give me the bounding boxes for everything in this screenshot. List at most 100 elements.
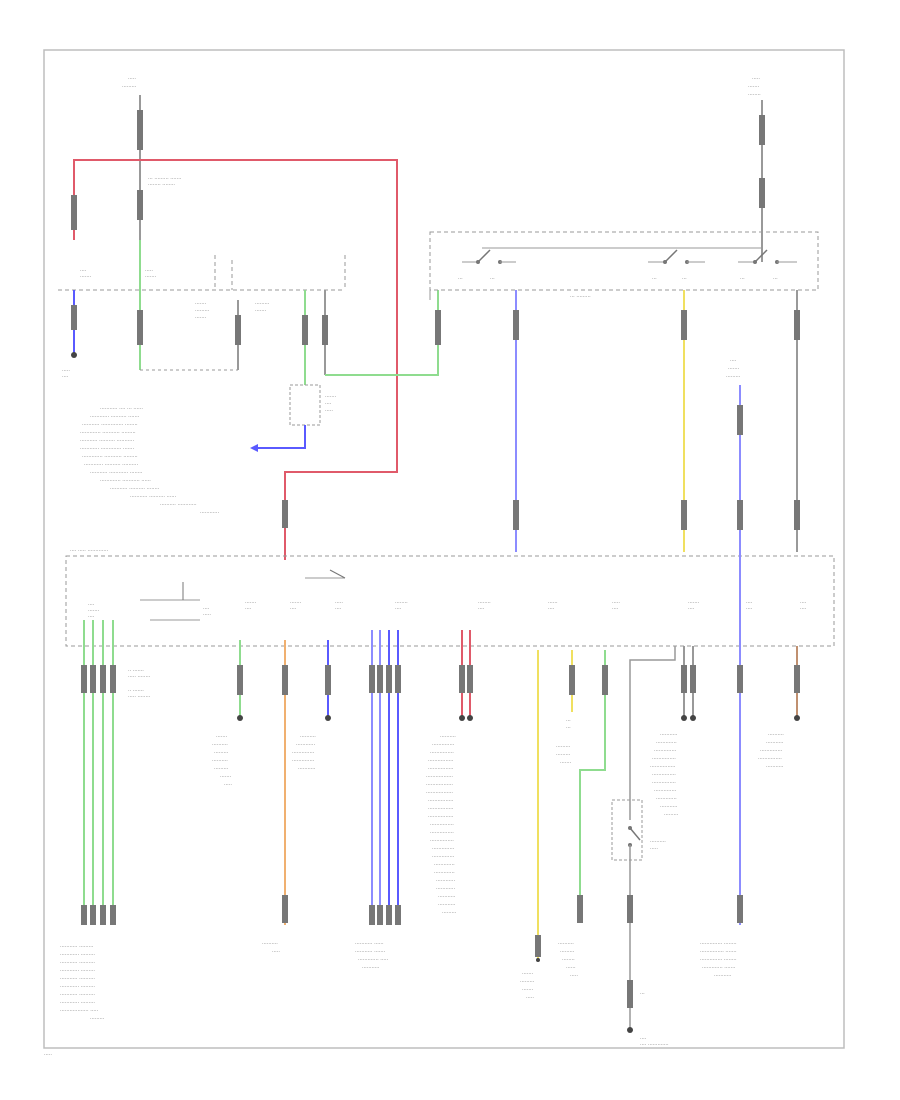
svg-text:····: ···· xyxy=(325,401,332,407)
svg-text:····: ···· xyxy=(80,268,87,274)
svg-text:············ ·········: ············ ········· xyxy=(60,984,95,990)
green-wire-2: ······· ·········· ········· ·········· … xyxy=(212,640,243,788)
svg-text:·········: ········· xyxy=(726,374,741,380)
svg-text:··········· ············ ·····: ··········· ············ ········ xyxy=(90,470,143,476)
svg-text:··········: ·········· xyxy=(768,732,784,738)
svg-text:·····: ····· xyxy=(325,408,333,414)
svg-text:·······: ······· xyxy=(522,971,534,977)
yellow-wire-short: ··· ··· ········· ········· ······· xyxy=(556,650,575,766)
svg-text:···············: ··············· xyxy=(652,756,676,762)
svg-text:·········: ········· xyxy=(556,752,571,758)
svg-text:·········· ············: ·········· ············ xyxy=(160,502,197,508)
junction-box: ···· ····· ············· xyxy=(65,548,835,647)
svg-text:··········: ·········· xyxy=(558,941,574,947)
svg-text:··········· ······: ··········· ······ xyxy=(355,941,384,947)
gray-wire-pair-right: ··········· ············· ··············… xyxy=(650,646,696,818)
gray-wire-switch-to-ground: ·········· ····· ··· ···· ···· ·········… xyxy=(611,646,676,1048)
svg-text:············: ············ xyxy=(436,886,455,892)
svg-text:··········· ·········· ·······: ··········· ·········· ········ xyxy=(110,486,160,492)
svg-text:·····: ····· xyxy=(335,600,343,606)
svg-text:···: ··· xyxy=(773,276,778,282)
svg-text:·······: ······· xyxy=(325,394,337,400)
svg-text:··········: ·········· xyxy=(300,734,316,740)
svg-text:·······: ······· xyxy=(728,366,740,372)
svg-text:·············: ············· xyxy=(434,870,455,876)
svg-text:····: ···· xyxy=(688,606,695,612)
svg-text:···: ··· xyxy=(682,276,687,282)
svg-text:·· ·······: ·· ······· xyxy=(128,688,144,694)
svg-text:·············: ············· xyxy=(434,862,455,868)
svg-text:·····: ····· xyxy=(650,846,658,852)
svg-text:·····: ····· xyxy=(62,368,70,374)
svg-text:······: ······ xyxy=(566,965,576,971)
svg-text:···········: ··········· xyxy=(766,740,784,746)
svg-text:··············: ·············· xyxy=(654,788,677,794)
svg-text:···: ··· xyxy=(566,718,571,724)
svg-text:·············· ········: ·············· ········ xyxy=(700,957,737,963)
svg-text:···· ·············: ···· ············· xyxy=(640,1042,669,1048)
svg-text:·········: ········· xyxy=(122,84,137,90)
svg-text:············ ·········· ······: ············ ·········· ······· xyxy=(90,414,140,420)
svg-text:·········: ········· xyxy=(442,910,457,916)
svg-text:····: ···· xyxy=(548,606,555,612)
svg-text:···: ··· xyxy=(640,991,645,997)
svg-text:·····: ····· xyxy=(203,612,211,618)
svg-text:···: ··· xyxy=(652,276,657,282)
svg-text:·······: ······· xyxy=(560,760,572,766)
svg-text:····: ···· xyxy=(612,606,619,612)
svg-text:··············· ·······: ··············· ······· xyxy=(700,949,737,955)
red-wire-pair: ·········· ·············· ··············… xyxy=(426,630,473,916)
svg-text:··········: ·········· xyxy=(440,734,456,740)
svg-text:····: ···· xyxy=(746,606,753,612)
svg-text:···········: ··········· xyxy=(766,764,784,770)
svg-text:·······: ······· xyxy=(290,600,302,606)
svg-text:··············: ·············· xyxy=(292,750,315,756)
svg-text:····: ···· xyxy=(335,606,342,612)
svg-text:··········· ·········· ·······: ··········· ·········· ··········· xyxy=(80,438,134,444)
svg-text:·····: ····· xyxy=(570,973,578,979)
svg-text:···········: ··········· xyxy=(362,965,380,971)
svg-text:············· ··········· ····: ············· ··········· ········· xyxy=(82,454,138,460)
svg-text:·········: ········· xyxy=(214,766,229,772)
svg-text:···············: ··············· xyxy=(430,830,454,836)
svg-text:·······: ······· xyxy=(216,734,228,740)
svg-text:············ ·········: ············ ········· xyxy=(60,952,95,958)
page-reference: ····· xyxy=(44,1052,52,1058)
relay-switch-box: ··· ··· ··· ··· ··· ··· ··· ········· xyxy=(429,231,819,300)
circuit-description-text-block: ··········· ···· ··· ······ ············… xyxy=(80,406,219,516)
svg-text:·······: ······· xyxy=(195,301,207,307)
svg-text:····: ···· xyxy=(395,606,402,612)
svg-text:·······: ······· xyxy=(255,308,267,314)
svg-text:·················· ·····: ·················· ····· xyxy=(60,1008,99,1014)
svg-text:············ ············· ···: ············ ············· ······· xyxy=(80,446,134,452)
svg-text:··············: ·············· xyxy=(654,748,677,754)
svg-text:··············: ·············· xyxy=(432,846,455,852)
svg-text:···············: ··············· xyxy=(652,772,676,778)
diagram-frame xyxy=(43,49,845,1049)
svg-text:··········: ·········· xyxy=(650,839,666,845)
svg-text:··············: ·············· xyxy=(432,854,455,860)
orange-wire: ·········· ····· xyxy=(262,640,288,955)
svg-text:··········· ··········: ··········· ·········· xyxy=(60,960,95,966)
svg-text:······: ······ xyxy=(548,600,558,606)
svg-text:····: ···· xyxy=(800,600,807,606)
svg-text:········: ········ xyxy=(562,957,575,963)
svg-text:····: ···· xyxy=(245,606,252,612)
svg-text:···············: ··············· xyxy=(758,756,782,762)
svg-text:···············: ··············· xyxy=(430,750,454,756)
svg-text:········ ········: ········ ········ xyxy=(148,182,175,188)
svg-text:···: ··· xyxy=(490,276,495,282)
svg-text:············: ············ xyxy=(200,510,219,516)
svg-text:···: ··· xyxy=(458,276,463,282)
svg-text:·····: ····· xyxy=(224,782,232,788)
svg-text:·······: ······· xyxy=(688,600,700,606)
svg-text:····: ···· xyxy=(290,606,297,612)
svg-text:····: ···· xyxy=(800,606,807,612)
svg-text:·········: ········· xyxy=(556,744,571,750)
svg-text:··········: ·········· xyxy=(262,941,278,947)
svg-text:·······: ······· xyxy=(195,315,207,321)
svg-text:············: ············ xyxy=(436,878,455,884)
svg-text:··· ········· ·······: ··· ········· ······· xyxy=(148,176,182,182)
svg-text:··············: ·············· xyxy=(292,758,315,764)
svg-text:············ ·········· ······: ············ ·········· ·········· xyxy=(84,462,138,468)
